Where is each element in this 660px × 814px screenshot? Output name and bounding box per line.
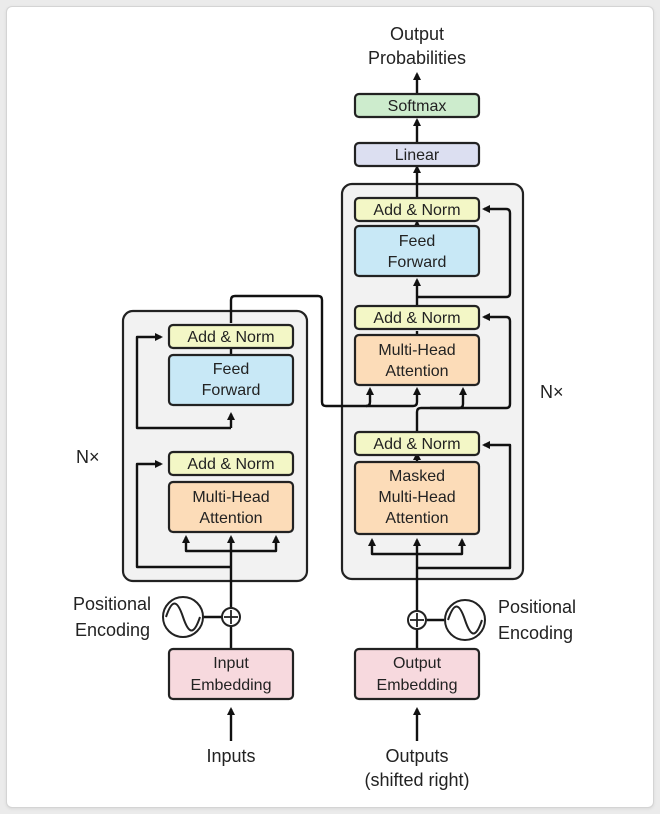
encoder-multi-head-attention: Multi-Head Attention xyxy=(167,480,295,534)
decoder-cross-attention-line2: Attention xyxy=(385,363,448,380)
output-probabilities-line2: Probabilities xyxy=(368,48,466,68)
input-embedding: Input Embedding xyxy=(167,647,295,701)
decoder-positional-label-line1: Positional xyxy=(498,597,576,617)
decoder-positional-label-line2: Encoding xyxy=(498,623,573,643)
decoder-repeat-label: N× xyxy=(540,382,564,402)
input-embedding-line1: Input xyxy=(213,655,249,672)
decoder-add-norm-bottom-label: Add & Norm xyxy=(373,436,460,453)
decoder-masked-attention: Masked Multi-Head Attention xyxy=(353,460,481,536)
decoder-feed-forward: Feed Forward xyxy=(353,224,481,278)
encoder-add-norm-bottom: Add & Norm xyxy=(167,450,295,477)
inputs-label: Inputs xyxy=(206,746,255,766)
encoder-add-norm-top: Add & Norm xyxy=(167,323,295,350)
decoder-add-norm-top-label: Add & Norm xyxy=(373,202,460,219)
softmax-label: Softmax xyxy=(388,98,447,115)
decoder-add-circle xyxy=(407,610,427,630)
decoder-feed-forward-line1: Feed xyxy=(399,233,435,250)
encoder-attention-line2: Attention xyxy=(199,510,262,527)
linear-block: Linear xyxy=(353,141,481,168)
encoder-stack xyxy=(121,309,309,583)
input-embedding-line2: Embedding xyxy=(191,677,272,694)
decoder-cross-attention-line1: Multi-Head xyxy=(378,342,455,359)
encoder-feed-forward: Feed Forward xyxy=(167,353,295,407)
softmax-block: Softmax xyxy=(353,92,481,119)
decoder-masked-attention-line2: Multi-Head xyxy=(378,489,455,506)
decoder-add-norm-mid: Add & Norm xyxy=(353,304,481,331)
decoder-cross-attention: Multi-Head Attention xyxy=(353,333,481,387)
decoder-add-norm-bottom: Add & Norm xyxy=(353,430,481,457)
encoder-positional-encoding-icon xyxy=(162,596,204,638)
encoder-feed-forward-line2: Forward xyxy=(202,382,261,399)
decoder-masked-attention-line1: Masked xyxy=(389,468,445,485)
decoder-add-norm-top: Add & Norm xyxy=(353,196,481,223)
encoder-feed-forward-line1: Feed xyxy=(213,361,249,378)
decoder-masked-attention-line3: Attention xyxy=(385,510,448,527)
outputs-label-line1: Outputs xyxy=(385,746,448,766)
encoder-add-norm-top-label: Add & Norm xyxy=(187,329,274,346)
encoder-add-circle xyxy=(221,607,241,627)
output-probabilities-line1: Output xyxy=(390,24,444,44)
decoder-feed-forward-line2: Forward xyxy=(388,254,447,271)
decoder-positional-encoding-icon xyxy=(444,599,486,641)
decoder-add-norm-mid-label: Add & Norm xyxy=(373,310,460,327)
encoder-add-norm-bottom-label: Add & Norm xyxy=(187,456,274,473)
output-embedding-line1: Output xyxy=(393,655,442,672)
output-embedding-line2: Embedding xyxy=(377,677,458,694)
encoder-repeat-label: N× xyxy=(76,447,100,467)
outputs-label-line2: (shifted right) xyxy=(364,770,469,790)
linear-label: Linear xyxy=(395,147,440,164)
encoder-attention-line1: Multi-Head xyxy=(192,489,269,506)
encoder-positional-label-line2: Encoding xyxy=(75,620,150,640)
decoder-connections xyxy=(368,72,512,741)
encoder-connections xyxy=(135,294,421,741)
encoder-positional-label-line1: Positional xyxy=(73,594,151,614)
output-embedding: Output Embedding xyxy=(353,647,481,701)
